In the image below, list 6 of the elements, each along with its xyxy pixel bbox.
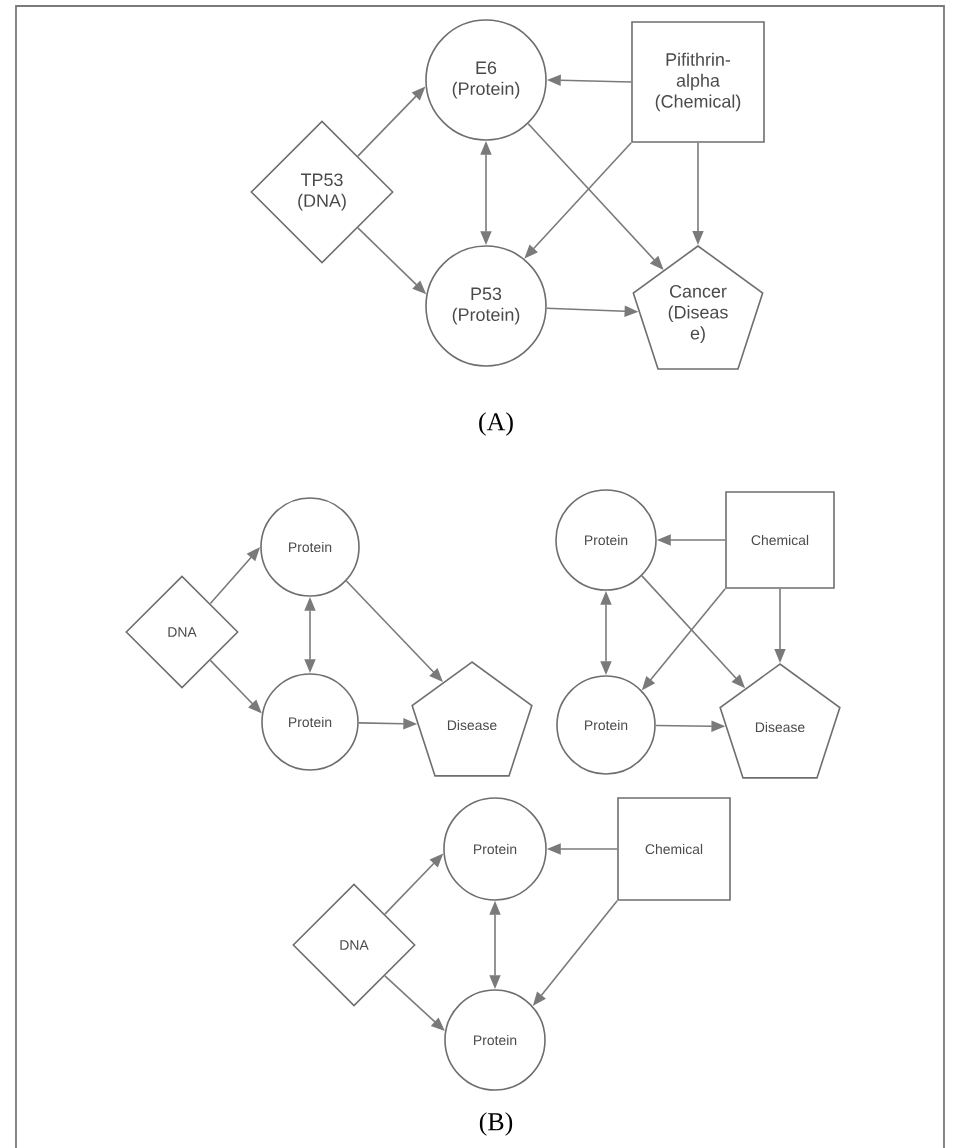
square-node: Pifithrin-alpha (Chemical) bbox=[631, 21, 765, 143]
circle-node: E6 (Protein) bbox=[425, 19, 547, 141]
panel-label: (A) bbox=[479, 412, 513, 436]
diamond-node: TP53 (DNA) bbox=[250, 120, 394, 264]
circle-node: P53 (Protein) bbox=[425, 245, 547, 367]
pentagon-node: Cancer (Diseas e) bbox=[632, 245, 764, 370]
